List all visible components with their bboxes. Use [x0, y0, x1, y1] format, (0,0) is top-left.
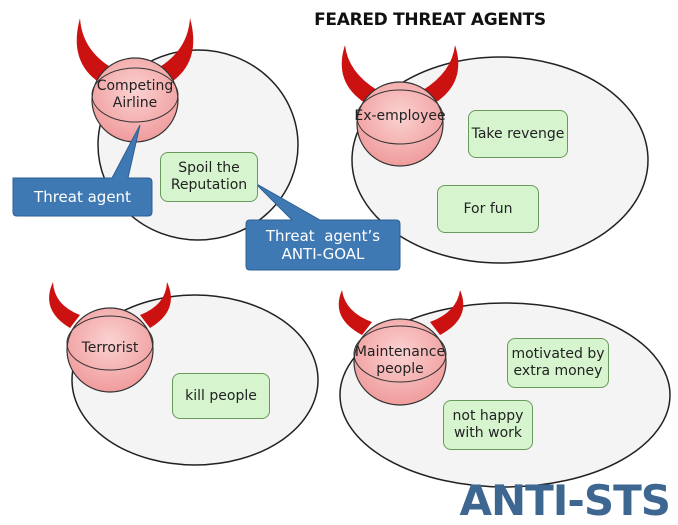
agent-terrorist [49, 282, 171, 393]
horn-icon [423, 45, 459, 103]
agent-body [356, 81, 444, 167]
agent-ex-employee [341, 45, 459, 167]
goal-for-fun: For fun [437, 185, 539, 233]
agent-label-competing-airline: Competing Airline [96, 78, 174, 111]
horn-icon [341, 45, 377, 103]
callout-threat-agent-shape [12, 124, 153, 217]
horn-icon [140, 282, 171, 328]
agent-head-ring [356, 89, 444, 145]
agent-label-terrorist: Terrorist [81, 340, 139, 356]
horn-icon [49, 282, 80, 328]
agent-head-ring [353, 325, 447, 383]
horn-icon [76, 18, 112, 83]
agent-head-ring [66, 315, 154, 371]
horn-icon [158, 18, 194, 83]
goal-extra-money: motivated by extra money [507, 338, 609, 388]
agent-label-ex-employee: Ex-employee [354, 108, 446, 124]
page-title: FEARED THREAT AGENTS [314, 10, 546, 30]
callout-anti-goal-text: Threat agent’s ANTI-GOAL [265, 227, 381, 263]
callout-threat-agent-text: Threat agent [34, 188, 131, 206]
agent-label-maintenance-people: Maintenance people [354, 344, 446, 377]
agent-head-ring [91, 67, 179, 123]
horn-icon [338, 290, 372, 335]
brand-logo-text: ANTI-STS [459, 476, 671, 525]
goal-not-happy: not happy with work [443, 400, 533, 450]
agent-body [66, 307, 154, 393]
horn-icon [430, 290, 464, 335]
goal-spoil-reputation: Spoil the Reputation [160, 152, 258, 202]
goal-take-revenge: Take revenge [468, 110, 568, 158]
agent-body [353, 318, 447, 406]
agent-competing-airline [76, 18, 194, 143]
callout-anti-goal-shape [245, 182, 401, 271]
agent-maintenance-people [338, 290, 464, 406]
goal-kill-people: kill people [172, 373, 270, 419]
